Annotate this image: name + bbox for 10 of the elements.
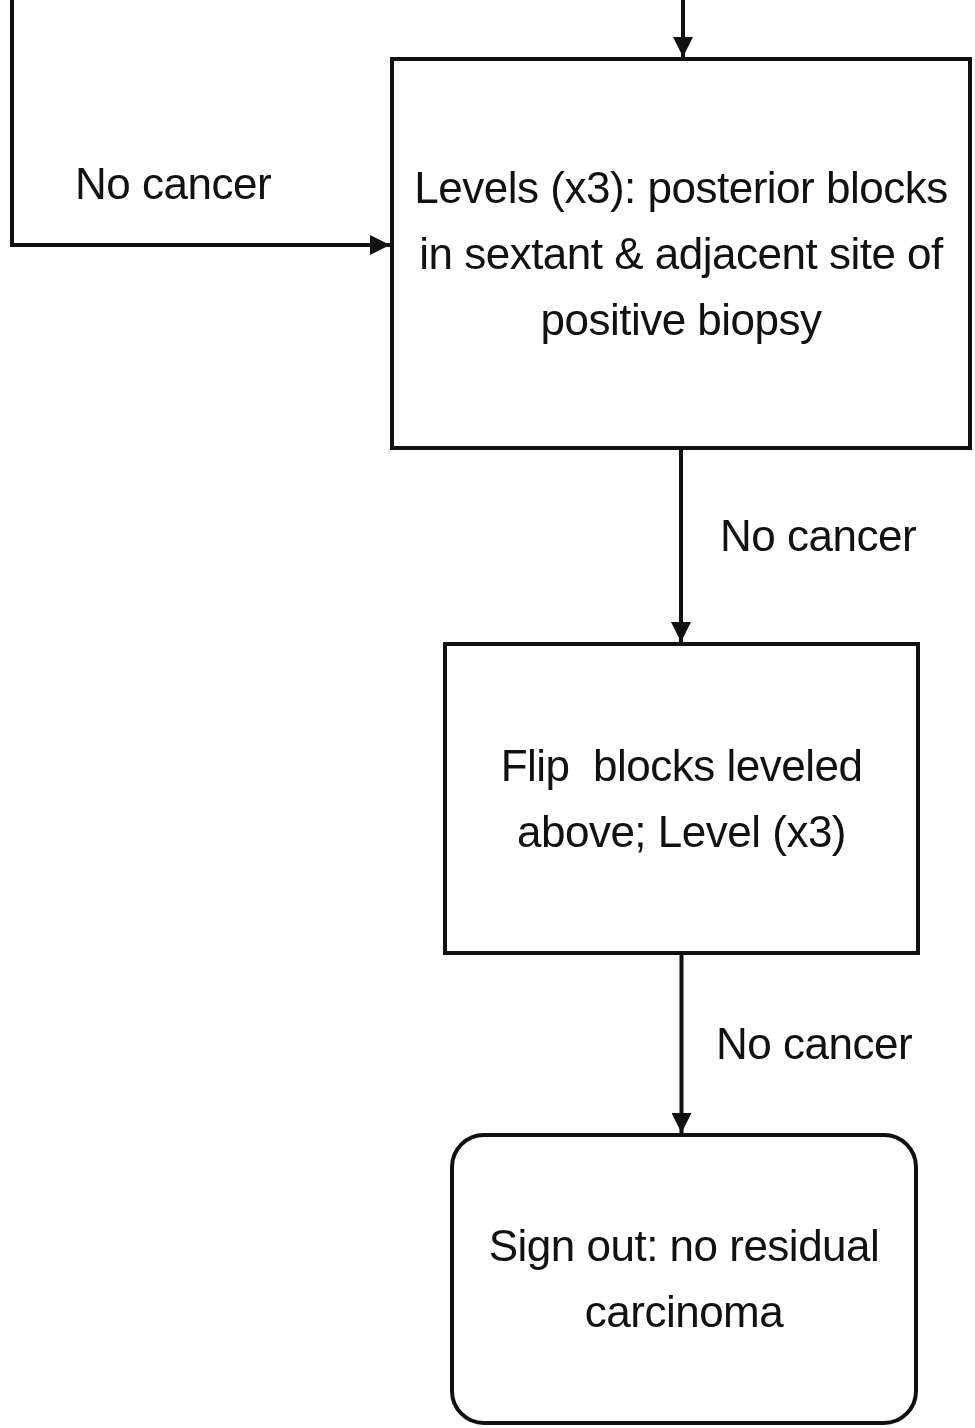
arrow bbox=[671, 955, 692, 1133]
arrow bbox=[10, 0, 390, 255]
node-text: Levels (x3): posterior blocks in sextant & adjacent site of positive biopsy bbox=[413, 161, 949, 346]
terminal-box bbox=[450, 1133, 918, 1425]
arrow bbox=[671, 450, 691, 642]
process-box bbox=[390, 57, 972, 450]
arrow bbox=[673, 0, 693, 57]
node-text: Sign out: no residual carcinoma bbox=[487, 1220, 881, 1338]
node-text: Flip blocks leveled above; Level (x3) bbox=[499, 739, 864, 858]
process-box bbox=[443, 642, 920, 955]
